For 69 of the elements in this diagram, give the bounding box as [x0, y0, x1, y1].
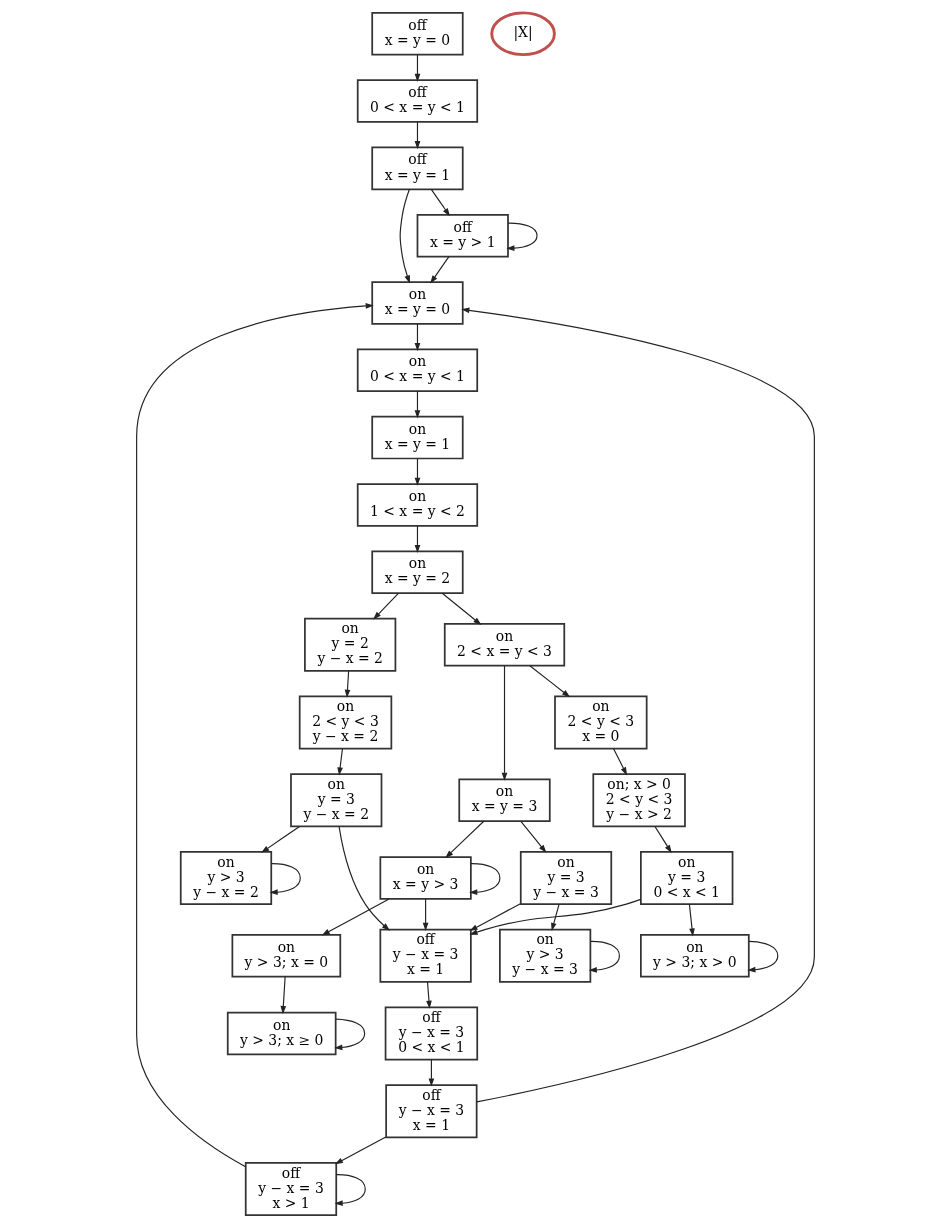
arrow	[337, 748, 343, 776]
arrow	[414, 390, 421, 419]
node-box: on y = 3 y − x = 2	[290, 773, 383, 828]
node-box: off y − x = 3 x = 1	[379, 928, 472, 983]
node-box: on 1 < x = y < 2	[356, 483, 479, 527]
arrow	[551, 903, 560, 932]
node-box: on y = 3 y − x = 3	[519, 851, 613, 905]
node-box: on x = y = 3	[458, 778, 551, 822]
node-box: on; x > 0 2 < y < 3 y − x > 2	[592, 773, 686, 828]
arrow	[334, 1174, 366, 1207]
arrow	[414, 54, 421, 82]
node-box: on y > 3 y − x = 2	[179, 851, 273, 905]
arrow	[520, 820, 547, 853]
arrow	[469, 898, 642, 935]
arrow	[399, 188, 410, 284]
arrow	[334, 1136, 387, 1165]
arrow	[422, 898, 429, 931]
arrow	[430, 188, 450, 217]
node-box: on x = y = 2	[371, 550, 464, 594]
arrow	[747, 940, 779, 973]
node-box: on y = 2 y − x = 2	[304, 617, 397, 672]
node-box: off y − x = 3 0 < x < 1	[384, 1006, 479, 1061]
node-box: on 0 < x = y < 1	[356, 348, 479, 393]
arrow	[445, 820, 485, 859]
node-box: on x = y > 3	[379, 856, 472, 900]
node-ellipse: |X|	[490, 11, 556, 57]
node-box: on y > 3; x ≥ 0	[226, 1011, 337, 1056]
arrow	[501, 665, 508, 781]
arrow	[654, 825, 672, 854]
arrow	[613, 748, 628, 776]
arrow	[506, 222, 538, 251]
node-box: on x = y = 0	[371, 281, 464, 325]
arrow	[321, 898, 390, 936]
arrow	[280, 976, 287, 1015]
arrow	[414, 525, 421, 554]
node-box: off x = y = 1	[371, 146, 464, 191]
arrow	[426, 981, 432, 1009]
node-box: off y − x = 3 x > 1	[244, 1162, 338, 1216]
node-box: on y > 3; x > 0	[640, 934, 750, 978]
arrow	[261, 825, 301, 853]
node-box: on x = y = 1	[371, 415, 464, 460]
node-box: on y > 3; x = 0	[231, 934, 342, 978]
node-box: on y = 3 0 < x < 1	[640, 851, 734, 905]
arrow	[588, 940, 620, 973]
node-box: on 2 < y < 3 x = 0	[554, 695, 648, 750]
arrow	[414, 323, 421, 352]
arrow	[338, 826, 390, 931]
node-box: off y − x = 3 x = 1	[385, 1084, 478, 1139]
arrow	[136, 303, 374, 1168]
arrow	[441, 592, 482, 625]
node-box: off x = y > 1	[416, 213, 509, 258]
arrow	[428, 1059, 435, 1087]
arrow	[373, 592, 399, 620]
node-box: off 0 < x = y < 1	[356, 79, 479, 123]
arrow	[430, 256, 450, 284]
arrow	[344, 670, 351, 698]
node-box: on y > 3 y − x = 3	[499, 928, 592, 983]
arrow	[414, 121, 421, 150]
arrow	[529, 665, 571, 698]
arrow	[414, 458, 421, 486]
arrow	[469, 863, 501, 896]
node-box: on 2 < x = y < 3	[443, 623, 566, 667]
arrow	[334, 1018, 366, 1051]
arrow	[269, 863, 301, 896]
arrow	[688, 903, 695, 937]
node-box: off x = y = 0	[371, 12, 464, 56]
node-box: on 2 < y < 3 y − x = 2	[298, 695, 393, 750]
arrow	[469, 903, 521, 932]
arrow	[461, 307, 815, 1103]
